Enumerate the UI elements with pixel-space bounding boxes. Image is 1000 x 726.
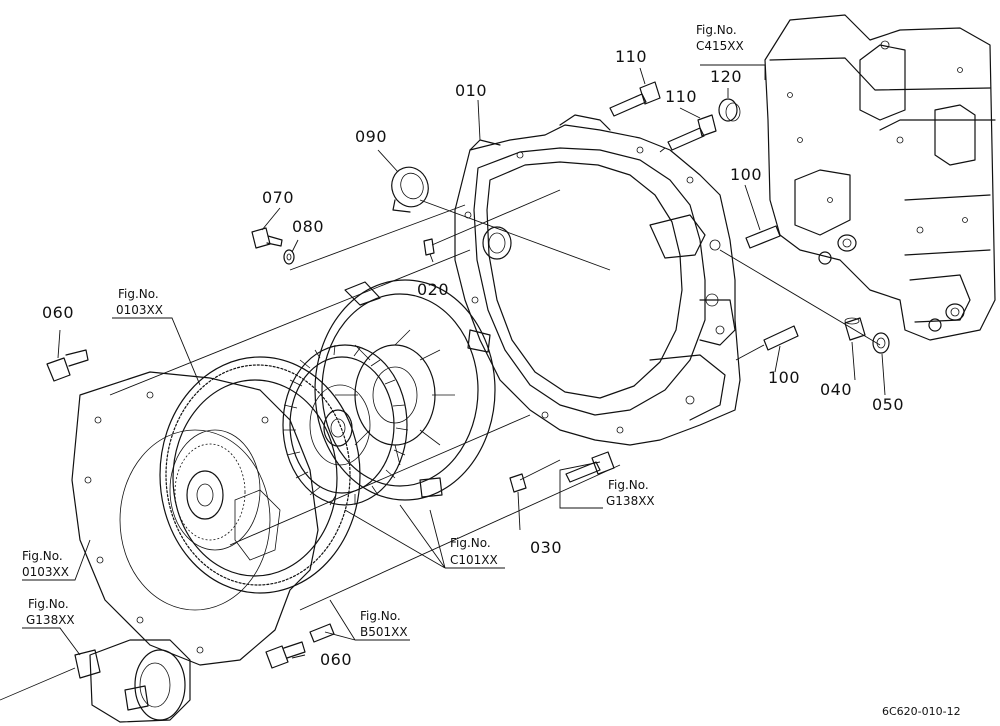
- part-label-110-lower: 110: [665, 87, 697, 106]
- assembly-axis-lines: [109, 147, 881, 611]
- bolt-060-upper: [46, 349, 89, 382]
- engine-plate: [71, 371, 319, 666]
- bolt-060-lower: [265, 641, 306, 669]
- part-labels: 010 020 030 040 050 060 060 070 080 090 …: [42, 47, 904, 669]
- bolt-110-lower: [667, 114, 717, 151]
- part-label-060-lower: 060: [320, 650, 352, 669]
- part-label-030: 030: [530, 538, 562, 557]
- stud-100-upper: [745, 225, 781, 249]
- part-label-050: 050: [872, 395, 904, 414]
- oil-seal-090: [391, 166, 429, 213]
- fig-ref-0103-top-prefix: Fig.No.: [118, 287, 159, 301]
- part-label-110-upper: 110: [615, 47, 647, 66]
- fig-ref-0103-left-prefix: Fig.No.: [22, 549, 63, 563]
- part-label-120: 120: [710, 67, 742, 86]
- fig-ref-c415-code: C415XX: [696, 39, 744, 53]
- part-label-100-lower: 100: [768, 368, 800, 387]
- part-label-070: 070: [262, 188, 294, 207]
- part-label-010: 010: [455, 81, 487, 100]
- fig-ref-0103-top-code: 0103XX: [116, 303, 163, 317]
- fig-ref-c415-prefix: Fig.No.: [696, 23, 737, 37]
- drawing-code: 6C620-010-12: [882, 705, 961, 718]
- fig-ref-b501-code: B501XX: [360, 625, 408, 639]
- part-label-040: 040: [820, 380, 852, 399]
- fig-ref-b501-prefix: Fig.No.: [360, 609, 401, 623]
- fig-ref-g138-left-code: G138XX: [26, 613, 75, 627]
- plug-120: [718, 98, 741, 122]
- label-leaders: [22, 64, 886, 659]
- fig-ref-c101-code: C101XX: [450, 553, 498, 567]
- starter-motor: [0, 639, 191, 723]
- clutch-disc: [282, 344, 409, 506]
- dowel-pin-020: [423, 238, 435, 256]
- part-label-100-upper: 100: [730, 165, 762, 184]
- transmission-frame: [764, 14, 996, 341]
- figure-references: Fig.No. C415XX Fig.No. 0103XX Fig.No. 01…: [22, 23, 744, 639]
- bolt-110-upper: [609, 81, 661, 117]
- fig-ref-g138-right-code: G138XX: [606, 494, 655, 508]
- washer-080: [283, 249, 295, 265]
- fig-ref-g138-left-prefix: Fig.No.: [28, 597, 69, 611]
- flywheel: [159, 356, 361, 594]
- part-label-090: 090: [355, 127, 387, 146]
- fig-ref-g138-right-prefix: Fig.No.: [608, 478, 649, 492]
- fig-ref-0103-left-code: 0103XX: [22, 565, 69, 579]
- bush-040: [844, 317, 866, 341]
- clutch-housing: [454, 114, 741, 446]
- part-label-020: 020: [417, 280, 449, 299]
- part-label-060-upper: 060: [42, 303, 74, 322]
- fig-ref-c101-prefix: Fig.No.: [450, 536, 491, 550]
- washer-050: [872, 332, 890, 354]
- part-label-080: 080: [292, 217, 324, 236]
- stud-100-lower: [763, 325, 799, 351]
- dowel-pin-030: [509, 473, 527, 493]
- bolt-070: [251, 227, 283, 249]
- clutch-cover: [314, 279, 496, 501]
